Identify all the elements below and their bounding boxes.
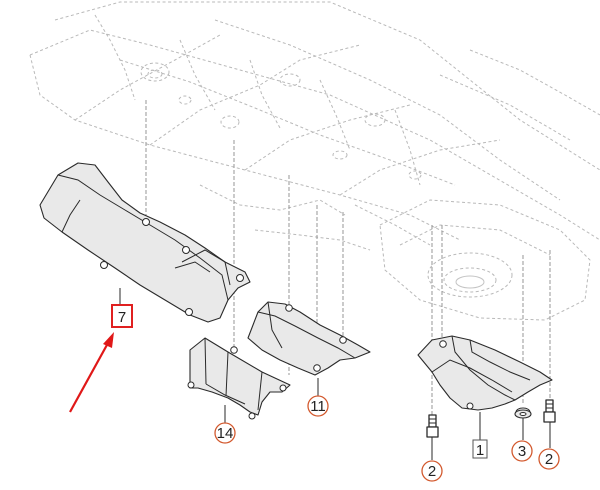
callout-label-7: 7 [118, 309, 126, 326]
callout-part-14[interactable]: 14 [214, 422, 236, 444]
callout-part-11[interactable]: 11 [307, 395, 329, 417]
heat-shield-part-11[interactable] [247, 301, 371, 376]
callout-label-2-left: 2 [428, 463, 436, 480]
heat-shield-part-1[interactable] [417, 335, 553, 417]
heat-shield-part-14[interactable] [187, 337, 291, 420]
callout-part-3[interactable]: 3 [511, 440, 533, 462]
callout-label-11: 11 [310, 398, 326, 415]
callout-part-2-left[interactable]: 2 [421, 460, 443, 482]
bolt-part-2-right[interactable] [543, 399, 556, 448]
callout-label-2-right: 2 [545, 451, 553, 468]
heat-shield-part-7[interactable] [39, 162, 251, 323]
highlight-arrow [69, 332, 114, 413]
washer-part-3[interactable] [514, 409, 532, 440]
callout-label-3: 3 [518, 443, 526, 460]
callout-label-1: 1 [476, 442, 484, 459]
callout-part-2-right[interactable]: 2 [538, 448, 560, 470]
callout-label-14: 14 [217, 425, 234, 442]
callout-part-1[interactable]: 1 [472, 439, 488, 459]
bolt-part-2-left[interactable] [426, 414, 439, 446]
vehicle-underbody [29, 1, 600, 321]
callout-leaders [119, 288, 481, 460]
callout-part-7[interactable]: 7 [111, 304, 133, 328]
